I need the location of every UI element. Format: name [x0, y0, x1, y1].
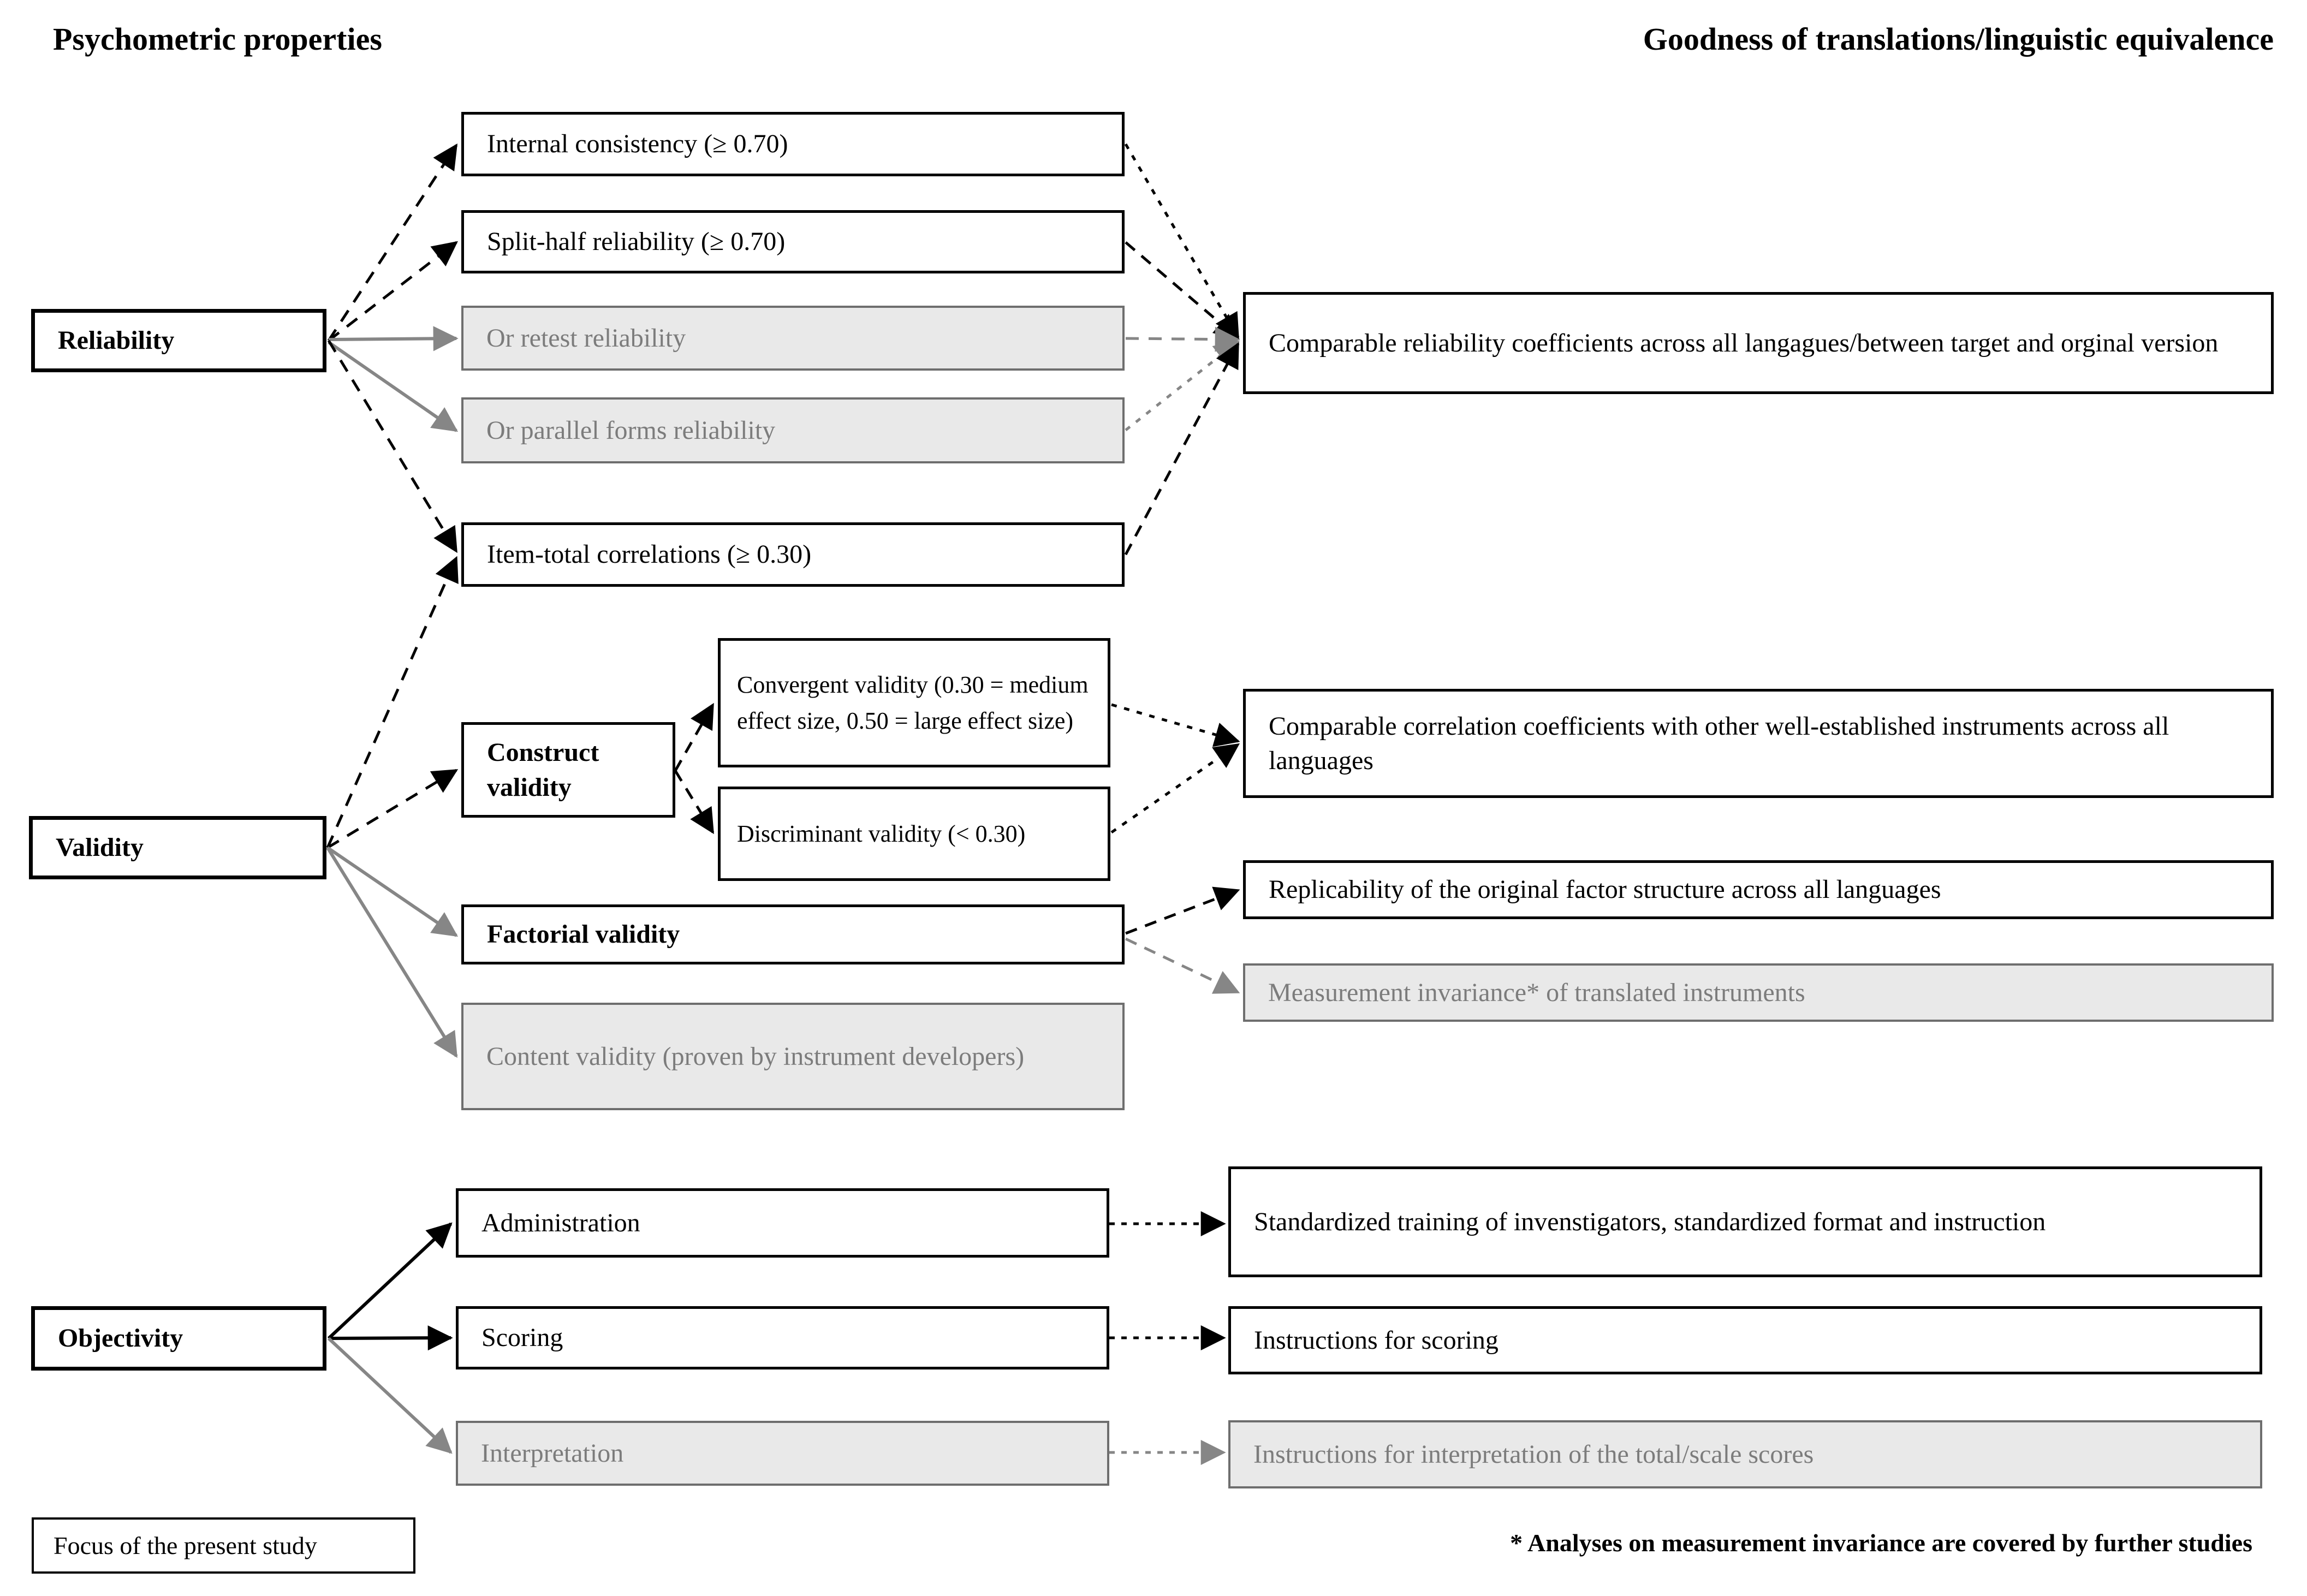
node-label: Item-total correlations (≥ 0.30) [487, 540, 812, 569]
arrow-factorial-invariance [1125, 937, 1240, 994]
node-label: Scoring [481, 1323, 563, 1353]
node-label: Administration [481, 1208, 640, 1237]
node-parallel-forms-reliability: Or parallel forms reliability [461, 397, 1125, 463]
arrow-factorial-replicability [1125, 886, 1240, 935]
node-label: Or retest reliability [486, 323, 686, 353]
node-retest-reliability: Or retest reliability [461, 306, 1125, 371]
node-label: Validity [56, 833, 144, 862]
arrow-construct-discriminant [674, 770, 715, 835]
node-comparable-correlation: Comparable correlation coefficients with… [1243, 689, 2274, 798]
arrow-reliability-parallel [328, 341, 459, 432]
node-measurement-invariance: Measurement invariance* of translated in… [1243, 963, 2274, 1022]
right-column-header: Goodness of translations/linguistic equi… [1643, 21, 2274, 57]
node-standardized-training: Standardized training of invenstigators,… [1228, 1166, 2262, 1277]
node-label: Replicability of the original factor str… [1269, 875, 1941, 904]
node-label: Measurement invariance* of translated in… [1268, 978, 1805, 1007]
left-column-header: Psychometric properties [53, 21, 382, 57]
node-label: Comparable reliability coefficients acro… [1269, 328, 2219, 358]
arrow-retest-comparable [1125, 326, 1240, 352]
arrow-validity-construct [326, 769, 459, 849]
node-split-half-reliability: Split-half reliability (≥ 0.70) [461, 210, 1125, 273]
node-label: Instructions for interpretation of the t… [1253, 1439, 1814, 1469]
node-label: Construct validity [487, 738, 599, 802]
node-label: Reliability [58, 326, 175, 355]
node-instructions-interpretation: Instructions for interpretation of the t… [1228, 1420, 2262, 1488]
arrow-validity-content [326, 847, 458, 1058]
node-label: Comparable correlation coefficients with… [1269, 711, 2169, 775]
node-content-validity: Content validity (proven by instrument d… [461, 1003, 1125, 1110]
node-objectivity: Objectivity [31, 1306, 326, 1371]
footnote: * Analyses on measurement invariance are… [1510, 1529, 2252, 1557]
arrow-itemtotal-comparable [1124, 342, 1240, 556]
arrow-convergent-correlation [1111, 703, 1240, 747]
node-factorial-validity: Factorial validity [461, 904, 1125, 964]
arrow-splithalf-comparable [1125, 241, 1240, 340]
node-convergent-validity: Convergent validity (0.30 = medium effec… [718, 638, 1110, 767]
node-label: Internal consistency (≥ 0.70) [487, 129, 788, 159]
node-instructions-scoring: Instructions for scoring [1228, 1306, 2262, 1374]
node-label: Convergent validity (0.30 = medium effec… [737, 671, 1089, 734]
arrow-reliability-retest [328, 326, 459, 352]
focus-legend-box: Focus of the present study [32, 1517, 415, 1574]
node-construct-validity: Construct validity [461, 722, 675, 818]
node-administration: Administration [456, 1188, 1109, 1258]
node-label: Interpretation [481, 1438, 624, 1468]
node-label: Instructions for scoring [1254, 1325, 1499, 1355]
node-label: Standardized training of invenstigators,… [1254, 1207, 2046, 1236]
node-comparable-reliability: Comparable reliability coefficients acro… [1243, 292, 2274, 394]
arrow-objectivity-administration [327, 1222, 453, 1340]
arrow-parallel-comparable [1125, 340, 1240, 431]
arrow-internal-comparable [1124, 143, 1240, 340]
arrow-validity-itemtotal [326, 556, 459, 849]
node-label: Split-half reliability (≥ 0.70) [487, 227, 786, 257]
node-label: Objectivity [58, 1324, 183, 1353]
node-discriminant-validity: Discriminant validity (< 0.30) [718, 787, 1110, 881]
focus-legend-label: Focus of the present study [53, 1532, 317, 1559]
node-label: Discriminant validity (< 0.30) [737, 820, 1026, 847]
node-internal-consistency: Internal consistency (≥ 0.70) [461, 112, 1125, 176]
node-label: Or parallel forms reliability [486, 415, 776, 445]
arrow-construct-convergent [674, 702, 715, 772]
arrow-objectivity-interpretation [327, 1337, 453, 1454]
arrow-reliability-itemtotal [327, 340, 458, 553]
arrow-reliability-internal [327, 143, 458, 342]
node-reliability: Reliability [31, 309, 326, 372]
arrow-discriminant-correlation [1110, 743, 1240, 834]
node-scoring: Scoring [456, 1306, 1109, 1369]
node-interpretation: Interpretation [456, 1421, 1109, 1486]
node-validity: Validity [29, 816, 326, 879]
node-label: Factorial validity [487, 920, 680, 949]
node-label: Content validity (proven by instrument d… [486, 1041, 1025, 1071]
node-item-total-correlations: Item-total correlations (≥ 0.30) [461, 522, 1125, 587]
arrow-reliability-splithalf [328, 241, 458, 342]
node-replicability: Replicability of the original factor str… [1243, 860, 2274, 919]
arrow-validity-factorial [326, 846, 459, 937]
